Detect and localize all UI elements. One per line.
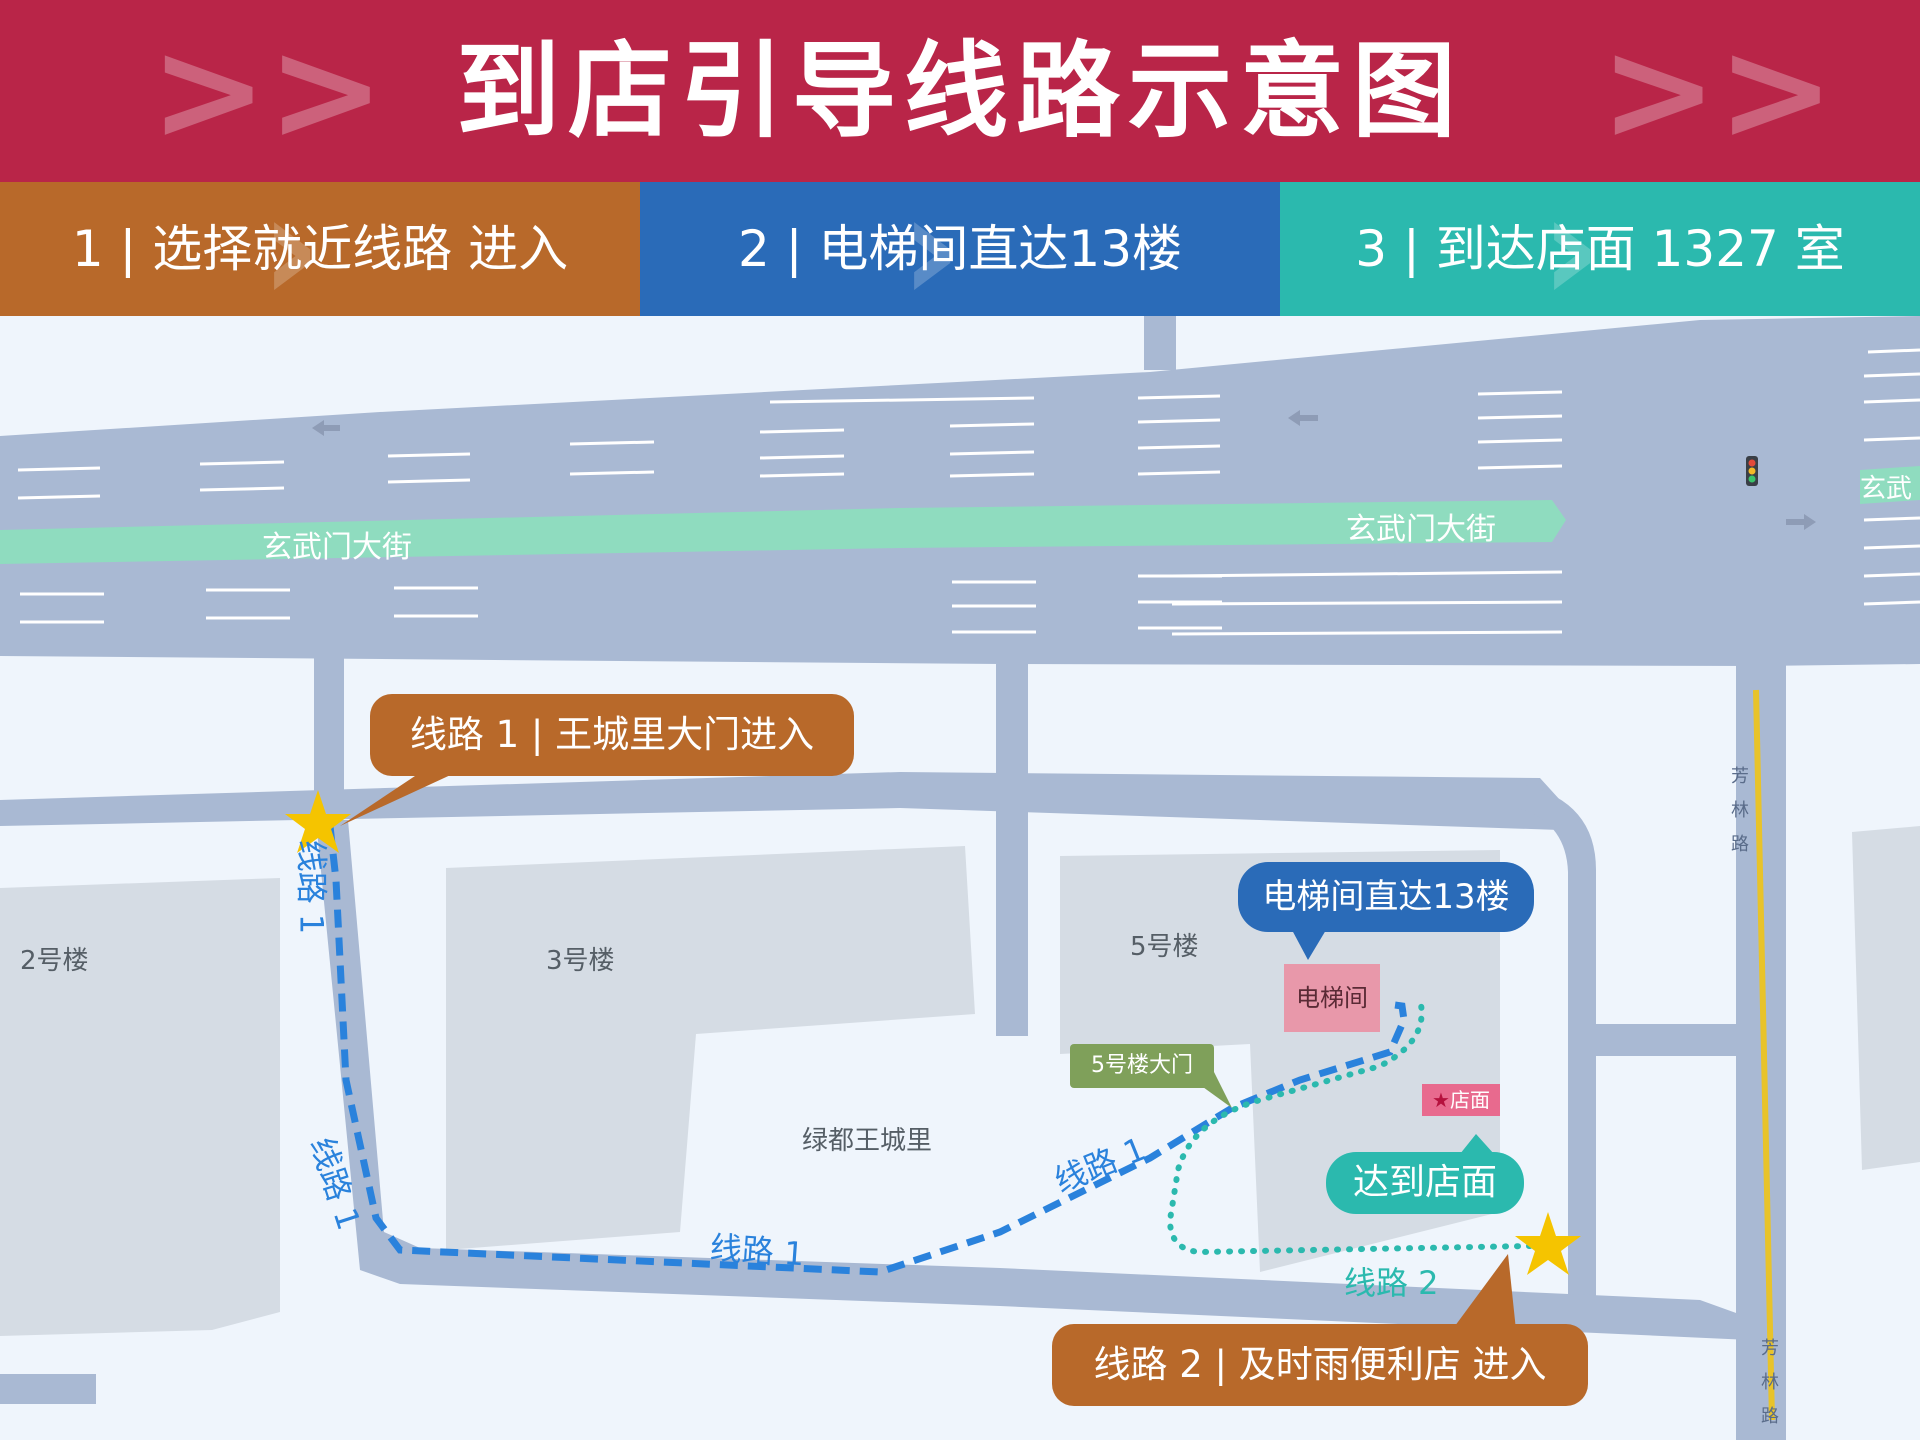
arrow-left-icon bbox=[1288, 410, 1318, 426]
road-5 bbox=[996, 664, 1028, 1036]
start-star-icon bbox=[285, 790, 351, 853]
arrow-left-icon bbox=[312, 420, 340, 436]
building-2 bbox=[0, 878, 280, 1336]
callout-elevator-tail bbox=[1292, 930, 1326, 960]
traffic-light-icon bbox=[1746, 456, 1758, 486]
chevron-decoration-left: >> bbox=[150, 10, 385, 173]
step-2-banner: › 2 | 电梯间直达13楼 bbox=[640, 182, 1280, 316]
main-road bbox=[0, 316, 1920, 666]
callout-arrive-tail bbox=[1460, 1134, 1494, 1154]
building-5-gate-label: 5号楼大门 bbox=[1070, 1044, 1214, 1088]
chevron-ghost-icon: › bbox=[1540, 182, 1602, 316]
store-marker-label: 店面 bbox=[1449, 1088, 1490, 1112]
callout-route-2-entry: 线路 2 | 及时雨便利店 进入 bbox=[1052, 1324, 1588, 1406]
street-label-fanglin-lower: 芳林路 bbox=[1761, 1338, 1779, 1427]
chevron-ghost-icon: › bbox=[260, 182, 322, 316]
road-2 bbox=[0, 772, 1560, 830]
page-title: 到店引导线路示意图 bbox=[455, 30, 1464, 152]
title-bar: >> >> 到店引导线路示意图 bbox=[0, 0, 1920, 182]
road-3 bbox=[314, 656, 344, 804]
building-3-label: 3号楼 bbox=[546, 946, 615, 976]
route-1-path bbox=[326, 825, 1408, 1276]
step-1-label: 1 | 选择就近线路 进入 bbox=[71, 220, 569, 278]
road-north-stub bbox=[1144, 316, 1176, 370]
road-stub-sw bbox=[0, 1374, 96, 1404]
store-star-icon: ★ bbox=[1432, 1088, 1450, 1112]
step-3-banner: › 3 | 到达店面 1327 室 bbox=[1280, 182, 1920, 316]
step-2-label: 2 | 电梯间直达13楼 bbox=[737, 220, 1183, 278]
building-3 bbox=[446, 846, 975, 1250]
callout-route-1-entry: 线路 1 | 王城里大门进入 bbox=[370, 694, 854, 776]
elevator-marker: 电梯间 bbox=[1284, 964, 1380, 1032]
complex-label: 绿都王城里 bbox=[802, 1126, 933, 1156]
side-street-center-line bbox=[1753, 689, 1775, 1421]
road-loop bbox=[1510, 784, 1596, 1320]
building-right bbox=[1852, 826, 1920, 1170]
roads bbox=[0, 316, 1920, 1440]
lane-markings bbox=[17, 348, 1920, 636]
road-7 bbox=[1596, 1024, 1736, 1056]
step-1-banner: › 1 | 选择就近线路 进入 bbox=[0, 182, 640, 316]
median-strip bbox=[0, 500, 1566, 564]
route-1-label: 线路 1 bbox=[708, 1228, 806, 1274]
street-label-xuanwumen-east: 玄武门大街 bbox=[1346, 512, 1496, 547]
callout-arrive-store: 达到店面 bbox=[1326, 1152, 1524, 1214]
step-3-label: 3 | 到达店面 1327 室 bbox=[1355, 220, 1845, 278]
chevron-ghost-icon: › bbox=[900, 182, 962, 316]
median-strip-east bbox=[1860, 466, 1920, 504]
callout-route2-tail bbox=[1452, 1254, 1516, 1330]
building-5-label: 5号楼 bbox=[1130, 932, 1199, 962]
map-canvas bbox=[0, 316, 1920, 1440]
arrow-right-icon bbox=[1786, 514, 1816, 530]
start-star-icon bbox=[1515, 1212, 1581, 1275]
street-label-fanglin-upper: 芳林路 bbox=[1731, 766, 1749, 855]
chevron-decoration-right: >> bbox=[1600, 10, 1835, 173]
route-1-label: 线路 1 bbox=[292, 839, 331, 935]
callout-elevator-direct: 电梯间直达13楼 bbox=[1238, 862, 1534, 932]
street-label-xuanwumen-west: 玄武门大街 bbox=[262, 530, 412, 565]
building-2-label: 2号楼 bbox=[20, 946, 89, 976]
route-2-path bbox=[1166, 997, 1533, 1256]
direction-arrows bbox=[312, 410, 1816, 530]
store-marker: ★店面 bbox=[1422, 1084, 1500, 1116]
street-label-xuanwumen-edge: 玄武 bbox=[1860, 474, 1913, 504]
route-2-label: 线路 2 bbox=[1344, 1264, 1439, 1302]
callout-route1-tail bbox=[340, 766, 470, 826]
